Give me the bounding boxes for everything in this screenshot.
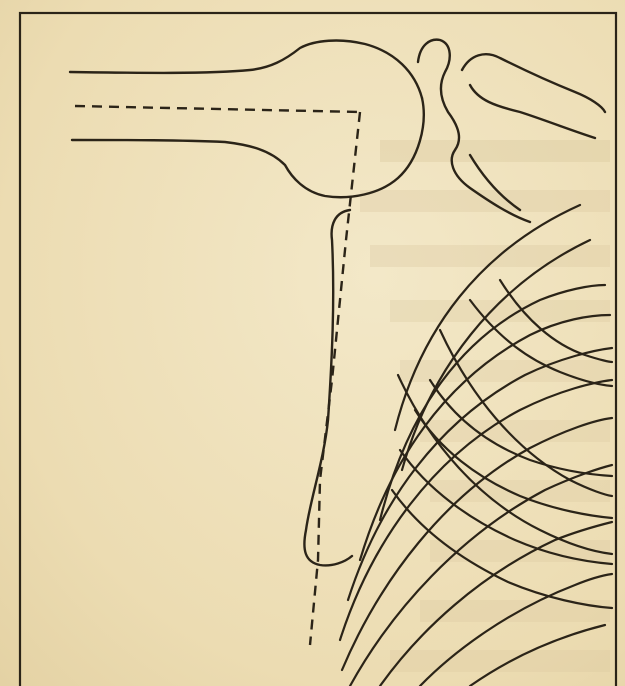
dashed-horizontal-line xyxy=(75,106,360,112)
clavicle-upper xyxy=(462,54,605,112)
humerus-head-outline xyxy=(72,98,424,197)
humerus-upper-outline xyxy=(70,41,422,98)
scapula-outline xyxy=(304,210,352,565)
